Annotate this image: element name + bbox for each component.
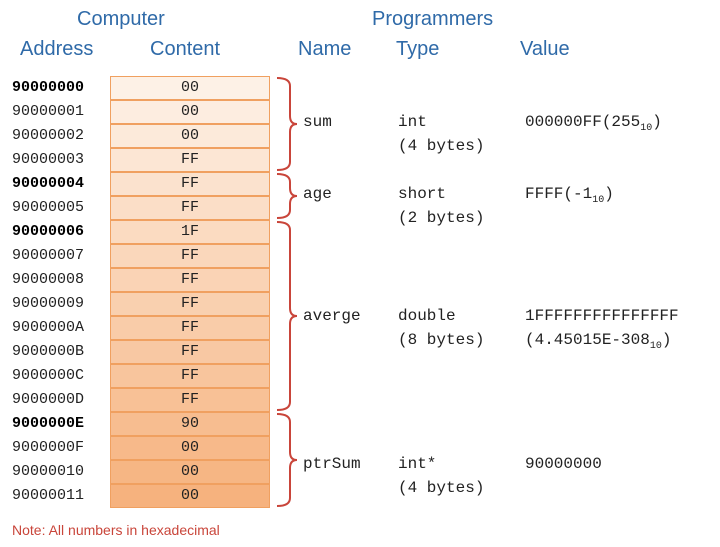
brace (276, 77, 298, 171)
memory-cell: 00 (110, 436, 270, 460)
memory-address: 90000010 (12, 463, 85, 480)
memory-cell: FF (110, 388, 270, 412)
value-text: 000000FF(255 (525, 113, 641, 131)
variable-type: int* (398, 455, 437, 473)
memory-address: 9000000F (12, 439, 85, 456)
memory-cell: FF (110, 148, 270, 172)
memory-cell: FF (110, 172, 270, 196)
memory-cell: FF (110, 316, 270, 340)
memory-address: 9000000D (12, 391, 85, 408)
value2-end: ) (661, 331, 672, 349)
value-end: ) (652, 113, 662, 131)
memory-cell: 00 (110, 460, 270, 484)
variable-value: FFFF(-110) (525, 182, 614, 213)
memory-cell: FF (110, 196, 270, 220)
variable-value: 1FFFFFFFFFFFFFFF (525, 304, 679, 328)
memory-cell: 1F (110, 220, 270, 244)
memory-address: 90000005 (12, 199, 85, 216)
memory-address: 90000001 (12, 103, 85, 120)
header-content: Content (150, 38, 221, 60)
header-programmers: Programmers (372, 8, 494, 30)
memory-cell: FF (110, 364, 270, 388)
memory-cell: FF (110, 268, 270, 292)
value-text: FFFF(-1 (525, 185, 593, 203)
variable-type: double (398, 307, 456, 325)
value-base: 10 (640, 123, 653, 135)
variable-value-decimal: (4.45015E-30810) (525, 328, 671, 359)
memory-address: 90000002 (12, 127, 85, 144)
memory-address: 90000009 (12, 295, 85, 312)
variable-size: (8 bytes) (398, 331, 485, 349)
memory-cell: FF (110, 244, 270, 268)
brace (276, 221, 298, 411)
value2-text: (4.45015E-308 (525, 331, 650, 349)
variable-value: 90000000 (525, 452, 602, 476)
variable-size: (4 bytes) (398, 479, 485, 497)
variable-name: ptrSum (303, 455, 361, 473)
memory-address: 90000011 (12, 487, 85, 504)
memory-cell: FF (110, 292, 270, 316)
header-type: Type (396, 38, 440, 60)
memory-address: 9000000A (12, 319, 85, 336)
header-address: Address (20, 38, 94, 60)
brace (276, 413, 298, 507)
variable-name: sum (303, 113, 332, 131)
brace (276, 173, 298, 219)
header-name: Name (298, 38, 352, 60)
value-base: 10 (592, 195, 605, 207)
variable-type: int (398, 113, 427, 131)
variable-value: 000000FF(25510) (525, 110, 662, 141)
memory-address: 90000007 (12, 247, 85, 264)
memory-cell: 00 (110, 484, 270, 508)
value-text: 90000000 (525, 455, 602, 473)
memory-cell: 00 (110, 100, 270, 124)
value-end: ) (604, 185, 614, 203)
variable-size: (2 bytes) (398, 209, 485, 227)
memory-cell: 90 (110, 412, 270, 436)
memory-address: 90000006 (12, 223, 85, 240)
header-computer: Computer (77, 8, 165, 30)
value-text: 1FFFFFFFFFFFFFFF (525, 307, 679, 325)
memory-cell: FF (110, 340, 270, 364)
memory-address: 90000004 (12, 175, 85, 192)
memory-address: 9000000E (12, 415, 85, 432)
note-text: Note: All numbers in hexadecimal (12, 522, 220, 538)
variable-type: short (398, 185, 447, 203)
header-value: Value (520, 38, 570, 60)
value2-base: 10 (649, 341, 662, 353)
memory-address: 9000000B (12, 343, 85, 360)
memory-address: 9000000C (12, 367, 85, 384)
memory-address: 90000003 (12, 151, 85, 168)
variable-name: age (303, 185, 332, 203)
memory-address: 90000008 (12, 271, 85, 288)
memory-address: 90000000 (12, 79, 85, 96)
memory-cell: 00 (110, 76, 270, 100)
variable-size: (4 bytes) (398, 137, 485, 155)
memory-cell: 00 (110, 124, 270, 148)
variable-name: averge (303, 307, 361, 325)
